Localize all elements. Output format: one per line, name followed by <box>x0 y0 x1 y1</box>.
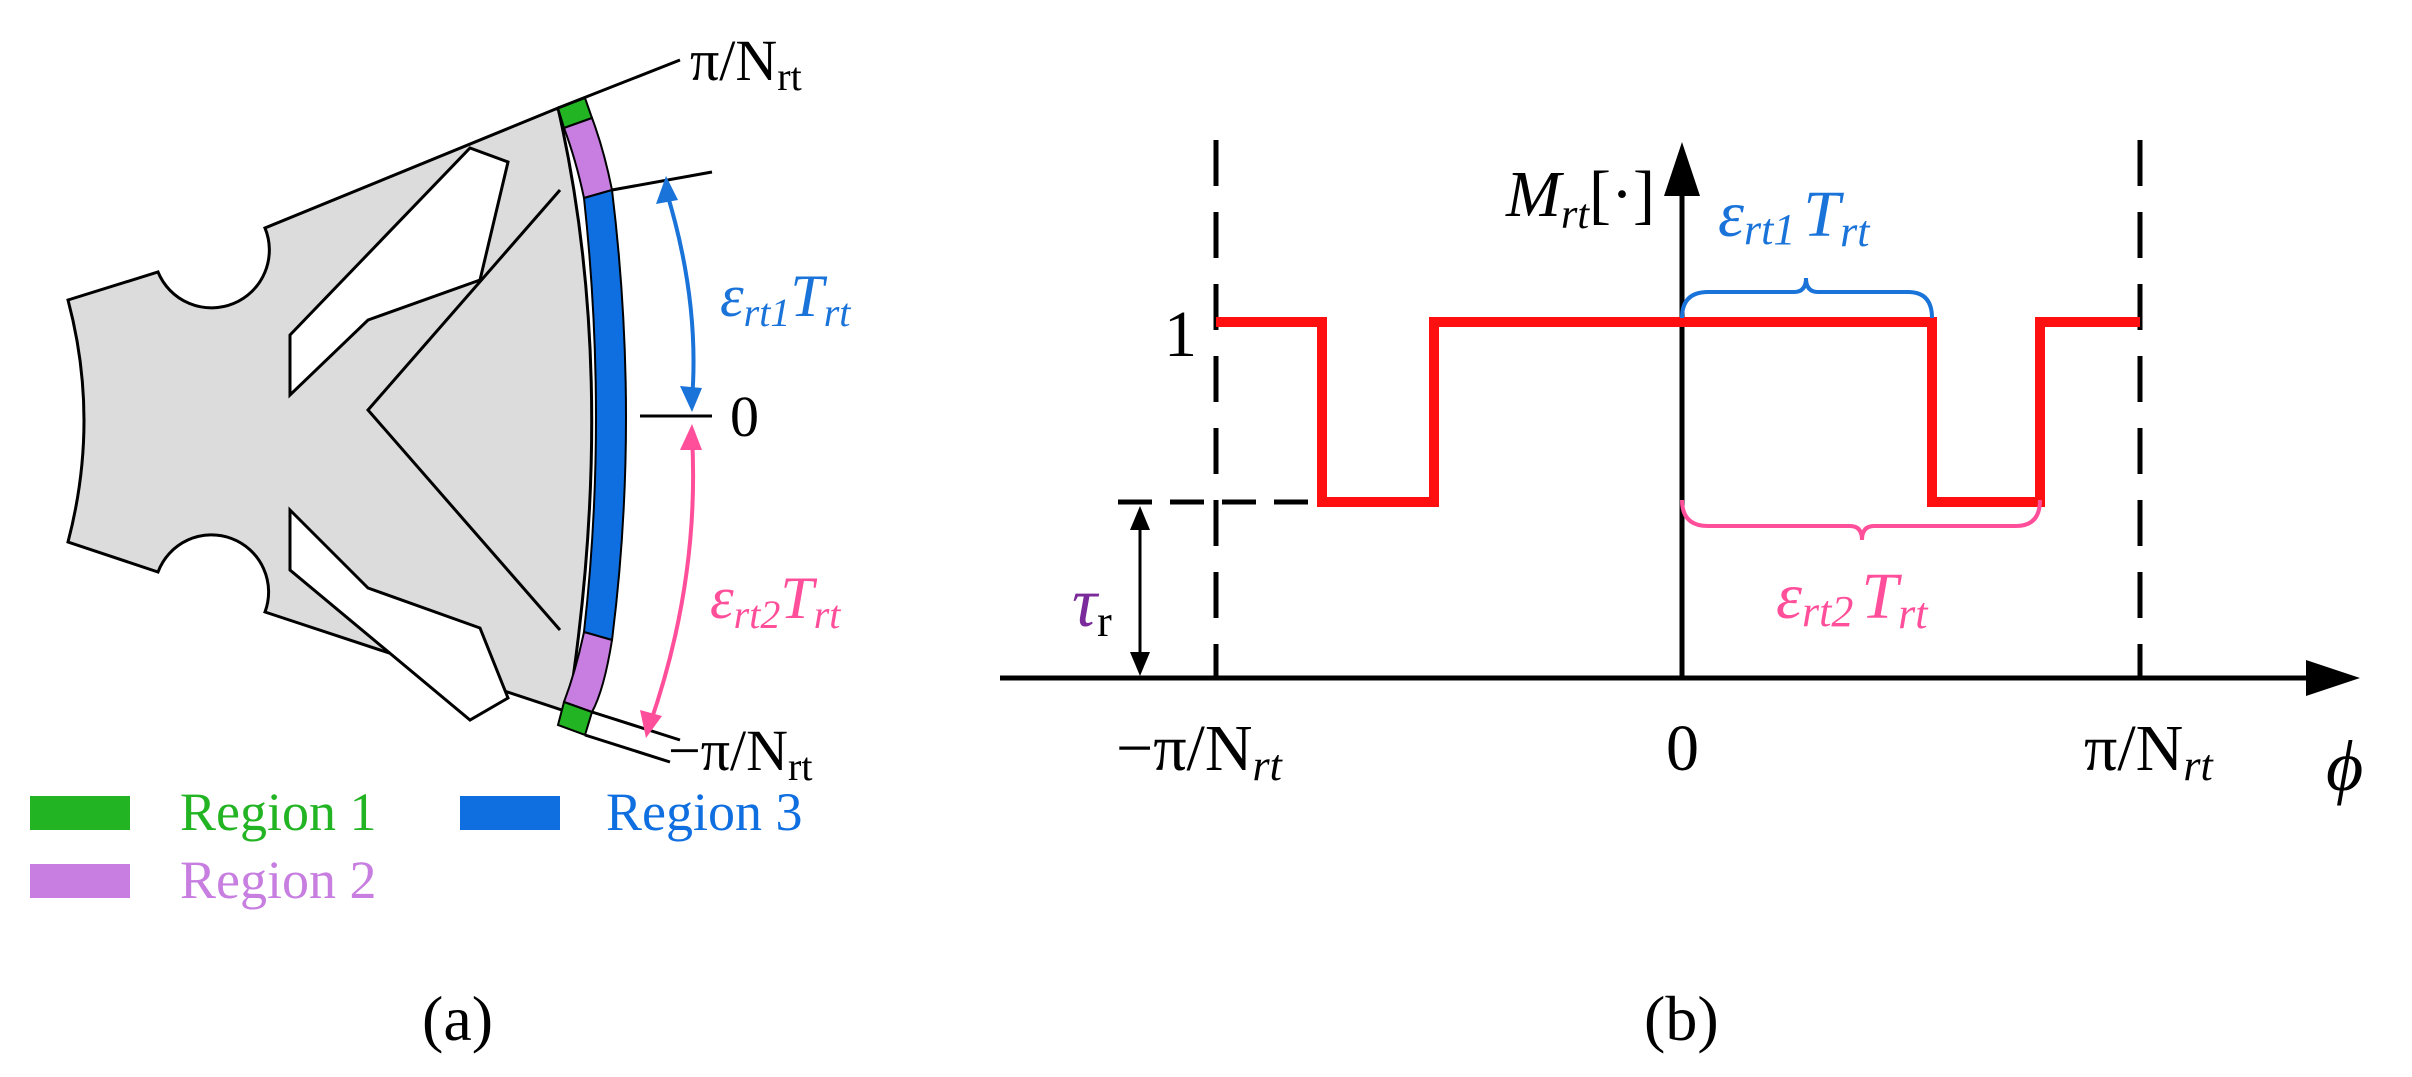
eps2-arrowhead-top <box>680 424 702 450</box>
x-axis-arrowhead <box>2306 660 2360 696</box>
eps2-label: εrt2Trt <box>710 565 841 637</box>
eps2-arc-arrow <box>648 435 696 725</box>
tick-one: 1 <box>1164 298 1197 371</box>
eps2-brace <box>1680 499 2042 541</box>
caption-a: (a) <box>422 983 493 1054</box>
v-notch <box>366 189 562 631</box>
legend-label-region3: Region 3 <box>606 782 803 842</box>
magnet-slot-lower <box>288 506 510 722</box>
tau-arrowhead-bottom <box>1130 652 1150 676</box>
y-axis-label: Mrt[·] <box>1505 158 1655 238</box>
legend-swatch-region2 <box>30 864 130 898</box>
panel-a: π/Nrt εrt1Trt 0 εrt2Trt −π/Nrt Region 1 … <box>30 28 851 1054</box>
x-axis-label: ϕ <box>2326 726 2363 806</box>
eps1-arc-arrow <box>664 189 696 401</box>
magnetization-curve <box>1216 317 2140 507</box>
caption-b: (b) <box>1644 983 1719 1054</box>
legend-swatch-region1 <box>30 796 130 830</box>
eps1-arrowhead-top <box>656 176 678 204</box>
boundary-line-bottom-outer <box>591 710 681 742</box>
legend-swatch-region3 <box>460 796 560 830</box>
y-axis-arrowhead <box>1664 142 1700 196</box>
tau-label: τr <box>1072 565 1112 646</box>
tau-arrowhead-top <box>1130 506 1150 530</box>
x-tick-right: π/Nrt <box>2084 712 2214 790</box>
boundary-line-eps1 <box>611 170 713 192</box>
eps1-label: εrt1Trt <box>720 263 851 335</box>
boundary-line-bottom <box>584 733 671 764</box>
label-zero-a: 0 <box>730 384 759 449</box>
rotor-tooth-body <box>66 105 594 714</box>
legend-label-region1: Region 1 <box>180 782 377 842</box>
x-tick-left: −π/Nrt <box>1116 712 1284 790</box>
eps2-arrowhead-bottom <box>640 710 662 738</box>
eps1-brace <box>1680 277 1934 319</box>
legend-label-region2: Region 2 <box>180 850 377 910</box>
label-bottom-neg-pi-nrt: −π/Nrt <box>668 718 812 789</box>
legend: Region 1 Region 3 Region 2 <box>30 782 803 910</box>
label-top-pi-nrt: π/Nrt <box>690 28 802 99</box>
x-tick-zero: 0 <box>1666 712 1699 785</box>
eps1-arrowhead-bottom <box>680 386 702 412</box>
boundary-line-top <box>557 58 681 110</box>
